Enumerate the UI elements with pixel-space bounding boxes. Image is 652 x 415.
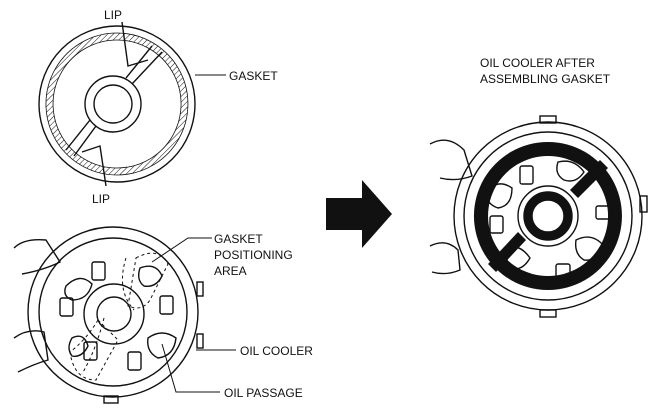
label-gasket-positioning-line3: AREA	[214, 264, 247, 278]
oil-cooler-right-tab-right	[639, 195, 648, 213]
label-after-line1: OIL COOLER AFTER	[480, 56, 595, 70]
oil-passage-port	[127, 351, 142, 371]
oil-cooler-left-rim	[38, 237, 188, 387]
oil-cooler-left	[13, 226, 204, 404]
gasket-lip-top	[121, 21, 149, 67]
oil-cooler-right-tab-bottom	[539, 309, 557, 318]
label-oil-passage: OIL PASSAGE	[224, 386, 303, 400]
oil-cooler-left-hub	[83, 283, 145, 345]
oil-passage-leader	[161, 343, 220, 393]
oil-passage-kidney	[574, 236, 605, 261]
oil-cooler-left-outer	[27, 226, 199, 398]
oil-passage-kidney	[506, 246, 531, 270]
assembled-gasket-spoke-lower	[488, 232, 526, 272]
oil-passage-port	[59, 297, 74, 317]
label-gasket: GASKET	[229, 69, 278, 83]
oil-cooler-left-tab-right-top	[196, 281, 204, 297]
gasket-spoke-lower	[65, 119, 97, 157]
label-lip-top: LIP	[104, 8, 122, 22]
gasket-outer-ring	[38, 25, 196, 183]
label-gasket-positioning-line1: GASKET	[214, 232, 263, 246]
oil-passage-kidney	[147, 332, 177, 359]
oil-cooler-right-pipe-lower	[429, 242, 461, 275]
oil-cooler-left-hub-inner	[96, 296, 132, 332]
oil-passage-port	[555, 263, 571, 282]
label-lip-bottom: LIP	[92, 192, 110, 206]
oil-passage-port	[519, 165, 534, 185]
oil-passage-kidney	[64, 277, 93, 301]
oil-cooler-right-rim	[463, 131, 633, 301]
gasket-center-outer	[84, 75, 142, 133]
right-arrow-icon	[326, 180, 392, 248]
label-oil-cooler: OIL COOLER	[240, 344, 313, 358]
oil-passage-port	[91, 261, 106, 281]
oil-cooler-left-pipe-lower	[13, 330, 49, 373]
gasket-positioning-leader	[151, 237, 212, 263]
oil-passage-kidney	[485, 183, 513, 209]
oil-passage-port	[159, 295, 174, 315]
oil-cooler-right-tab-top	[539, 115, 557, 124]
gasket-hatched-band	[45, 32, 189, 176]
gasket-center-inner	[93, 84, 133, 124]
oil-passage-port	[489, 215, 504, 234]
oil-cooler-left-tab-right-bottom	[196, 333, 204, 349]
gasket-positioning-area-outline	[81, 257, 135, 375]
oil-cooler-right-pipe-upper	[429, 139, 473, 181]
gasket-positioning-area-outline	[69, 252, 169, 381]
oil-passage-kidney	[68, 335, 89, 357]
assembled-gasket-spoke-upper	[570, 160, 608, 198]
gasket-lip-bottom	[81, 145, 107, 187]
oil-passage-port	[83, 341, 98, 361]
label-after-line2: ASSEMBLING GASKET	[480, 72, 611, 86]
oil-cooler-right	[429, 115, 648, 318]
oil-cooler-right-hub-inner	[531, 199, 565, 233]
oil-passage-kidney	[137, 265, 163, 287]
oil-cooler-left-tab-bottom	[103, 395, 119, 404]
gasket-drawing	[38, 21, 196, 187]
oil-passage-kidney	[556, 160, 585, 182]
label-gasket-positioning-line2: POSITIONING	[214, 248, 293, 262]
oil-passage-port	[595, 205, 613, 220]
